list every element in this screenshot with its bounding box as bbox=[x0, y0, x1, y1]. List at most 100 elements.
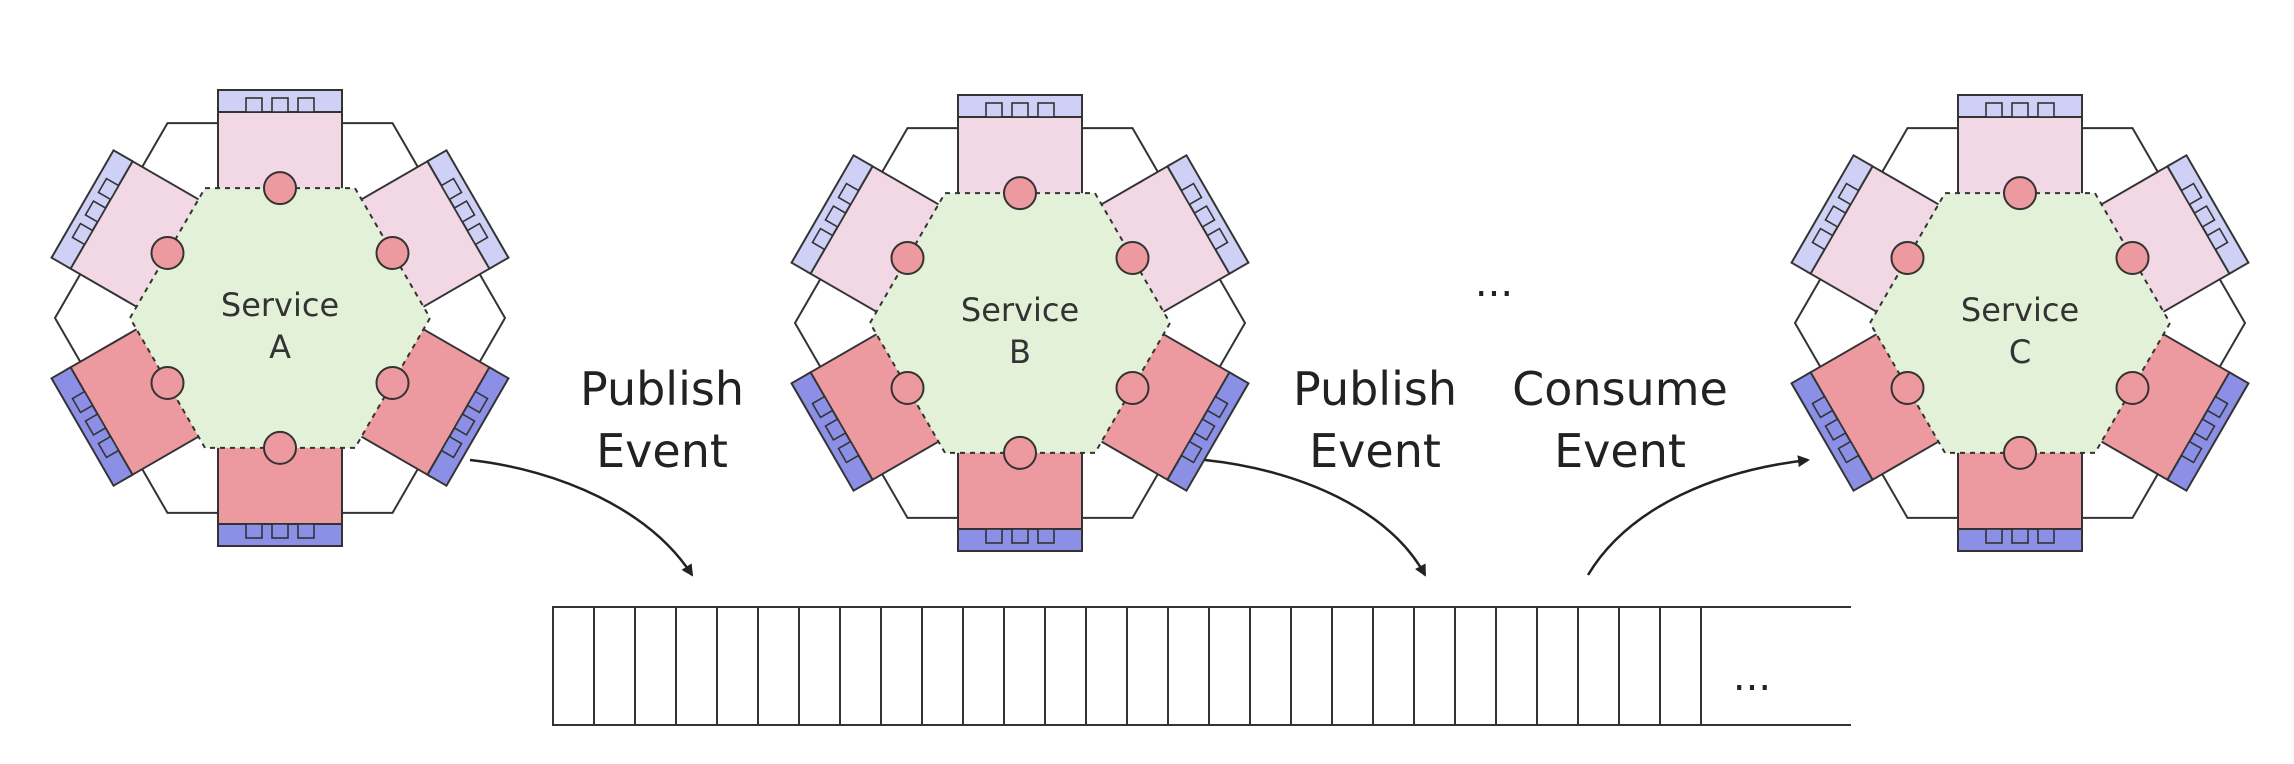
service-c-pin-upper-right-2 bbox=[2193, 204, 2216, 229]
service-b-port-lower-right bbox=[1098, 331, 1250, 493]
service-a-port-circle-lower-left bbox=[150, 366, 185, 400]
service-c-port-upper-left bbox=[1790, 153, 1942, 315]
service-b-pin-top-1 bbox=[985, 102, 1003, 118]
service-b-pin-lower-right-2 bbox=[1193, 417, 1216, 442]
service-c-pin-upper-right-3 bbox=[2206, 227, 2229, 251]
service-a-port-circle-upper-left bbox=[150, 236, 185, 270]
service-b-port-lower-left bbox=[790, 331, 942, 493]
service-c-core bbox=[1868, 192, 2172, 454]
service-a-pin-upper-left-1 bbox=[71, 222, 94, 246]
service-b-port-circle-lower-right bbox=[1115, 371, 1150, 405]
service-c-port-circle-upper-left bbox=[1890, 241, 1925, 275]
service-c-pin-upper-left-2 bbox=[1824, 204, 1847, 229]
service-b-pin-lower-left-1 bbox=[837, 440, 860, 464]
service-a-port-circle-top bbox=[263, 171, 297, 206]
service-a-port-circle-upper-right bbox=[375, 236, 410, 270]
service-c-port-lower-left bbox=[1790, 331, 1942, 493]
service-a-pin-top-1 bbox=[245, 97, 263, 113]
service-c-port-circle-top bbox=[2003, 176, 2037, 211]
service-c-pin-bottom-3 bbox=[1985, 528, 2003, 544]
service-a-pin-bottom-3 bbox=[245, 523, 263, 539]
service-c-port-lower-right bbox=[2098, 331, 2250, 493]
service-b-pin-upper-right-1 bbox=[1180, 182, 1203, 206]
service-a-port-lower-right bbox=[358, 326, 510, 488]
service-a-pin-upper-right-1 bbox=[440, 177, 463, 201]
service-c-port-circle-bottom bbox=[2003, 435, 2037, 470]
service-b-port-circle-upper-left bbox=[890, 241, 925, 275]
service-b-port-upper-right bbox=[1098, 153, 1250, 315]
service-a-pin-top-2 bbox=[271, 97, 289, 113]
service-a-label-line2: A bbox=[269, 328, 291, 366]
service-b-pin-top-3 bbox=[1037, 102, 1055, 118]
service-b-pin-upper-right-2 bbox=[1193, 204, 1216, 229]
consume-event-label-line1: Consume bbox=[1512, 362, 1728, 416]
service-b-port-circle-upper-right bbox=[1115, 241, 1150, 275]
service-b-pin-bottom-1 bbox=[1037, 528, 1055, 544]
service-c-pin-lower-left-3 bbox=[1811, 395, 1834, 419]
service-b-port-circle-top bbox=[1003, 176, 1037, 211]
service-a-core bbox=[128, 187, 432, 449]
publish-arrow-from-service-a bbox=[469, 458, 694, 577]
service-a-port-upper-right bbox=[358, 148, 510, 310]
service-a-pin-lower-left-3 bbox=[71, 390, 94, 414]
service-b-pin-upper-left-2 bbox=[824, 204, 847, 229]
service-b-pin-upper-left-3 bbox=[837, 182, 860, 206]
service-b-port-bottom bbox=[957, 450, 1083, 552]
service-c-port-circle-lower-right bbox=[2115, 371, 2150, 405]
service-c-pin-bottom-2 bbox=[2011, 528, 2029, 544]
service-a-pin-upper-left-3 bbox=[97, 177, 120, 201]
service-c-pin-lower-left-2 bbox=[1824, 417, 1847, 442]
service-c-pin-lower-right-3 bbox=[2180, 440, 2203, 464]
consume-event-label-line2: Event bbox=[1554, 424, 1686, 478]
publish-event-label-2-line2: Event bbox=[1309, 424, 1441, 478]
service-b-port-circle-lower-left bbox=[890, 371, 925, 405]
service-b-pin-upper-left-1 bbox=[811, 227, 834, 251]
service-a-pin-bottom-2 bbox=[271, 523, 289, 539]
ellipsis-between-services: ... bbox=[1475, 260, 1513, 306]
service-a-port-upper-left bbox=[50, 148, 202, 310]
service-c-pin-upper-right-1 bbox=[2180, 182, 2203, 206]
service-c-port-circle-upper-right bbox=[2115, 241, 2150, 275]
service-c-pin-bottom-1 bbox=[2037, 528, 2055, 544]
publish-event-label-2-line1: Publish bbox=[1293, 362, 1457, 416]
service-b-pin-lower-right-1 bbox=[1206, 395, 1229, 419]
service-b-core bbox=[868, 192, 1172, 454]
service-a-pin-upper-right-3 bbox=[466, 222, 489, 246]
service-a-label-line1: Service bbox=[221, 286, 339, 324]
consume-arrow-to-service-c bbox=[1586, 455, 1810, 576]
service-a-pin-upper-left-2 bbox=[84, 199, 107, 224]
service-b-pin-bottom-2 bbox=[1011, 528, 1029, 544]
service-b-pin-bottom-3 bbox=[985, 528, 1003, 544]
publish-event-label-1-line2: Event bbox=[596, 424, 728, 478]
service-b-pin-top-2 bbox=[1011, 102, 1029, 118]
service-c-pin-lower-right-1 bbox=[2206, 395, 2229, 419]
service-c-pin-upper-left-3 bbox=[1837, 182, 1860, 206]
service-c-port-circle-lower-left bbox=[1890, 371, 1925, 405]
service-b-pin-upper-right-3 bbox=[1206, 227, 1229, 251]
service-b-label-line2: B bbox=[1009, 333, 1031, 371]
service-a-port-circle-lower-right bbox=[375, 366, 410, 400]
event-queue bbox=[552, 606, 1851, 726]
service-b-port-upper-left bbox=[790, 153, 942, 315]
service-c-label-line2: C bbox=[2009, 333, 2031, 371]
service-c-pin-upper-left-1 bbox=[1811, 227, 1834, 251]
service-b-port-top bbox=[957, 94, 1083, 196]
service-c-label-line1: Service bbox=[1961, 291, 2079, 329]
service-c-pin-top-3 bbox=[2037, 102, 2055, 118]
queue-ellipsis: ... bbox=[1733, 654, 1771, 700]
service-c-pin-lower-left-1 bbox=[1837, 440, 1860, 464]
publish-arrow-from-service-b bbox=[1204, 458, 1427, 577]
service-a-pin-upper-right-2 bbox=[453, 199, 476, 224]
service-c-pin-lower-right-2 bbox=[2193, 417, 2216, 442]
service-b-pin-lower-left-3 bbox=[811, 395, 834, 419]
service-b-body bbox=[790, 94, 1250, 552]
service-c-body bbox=[1790, 94, 2250, 552]
service-a-pin-lower-right-3 bbox=[440, 435, 463, 459]
service-a-body bbox=[50, 89, 510, 547]
service-b-label-line1: Service bbox=[961, 291, 1079, 329]
service-a-pin-bottom-1 bbox=[297, 523, 315, 539]
